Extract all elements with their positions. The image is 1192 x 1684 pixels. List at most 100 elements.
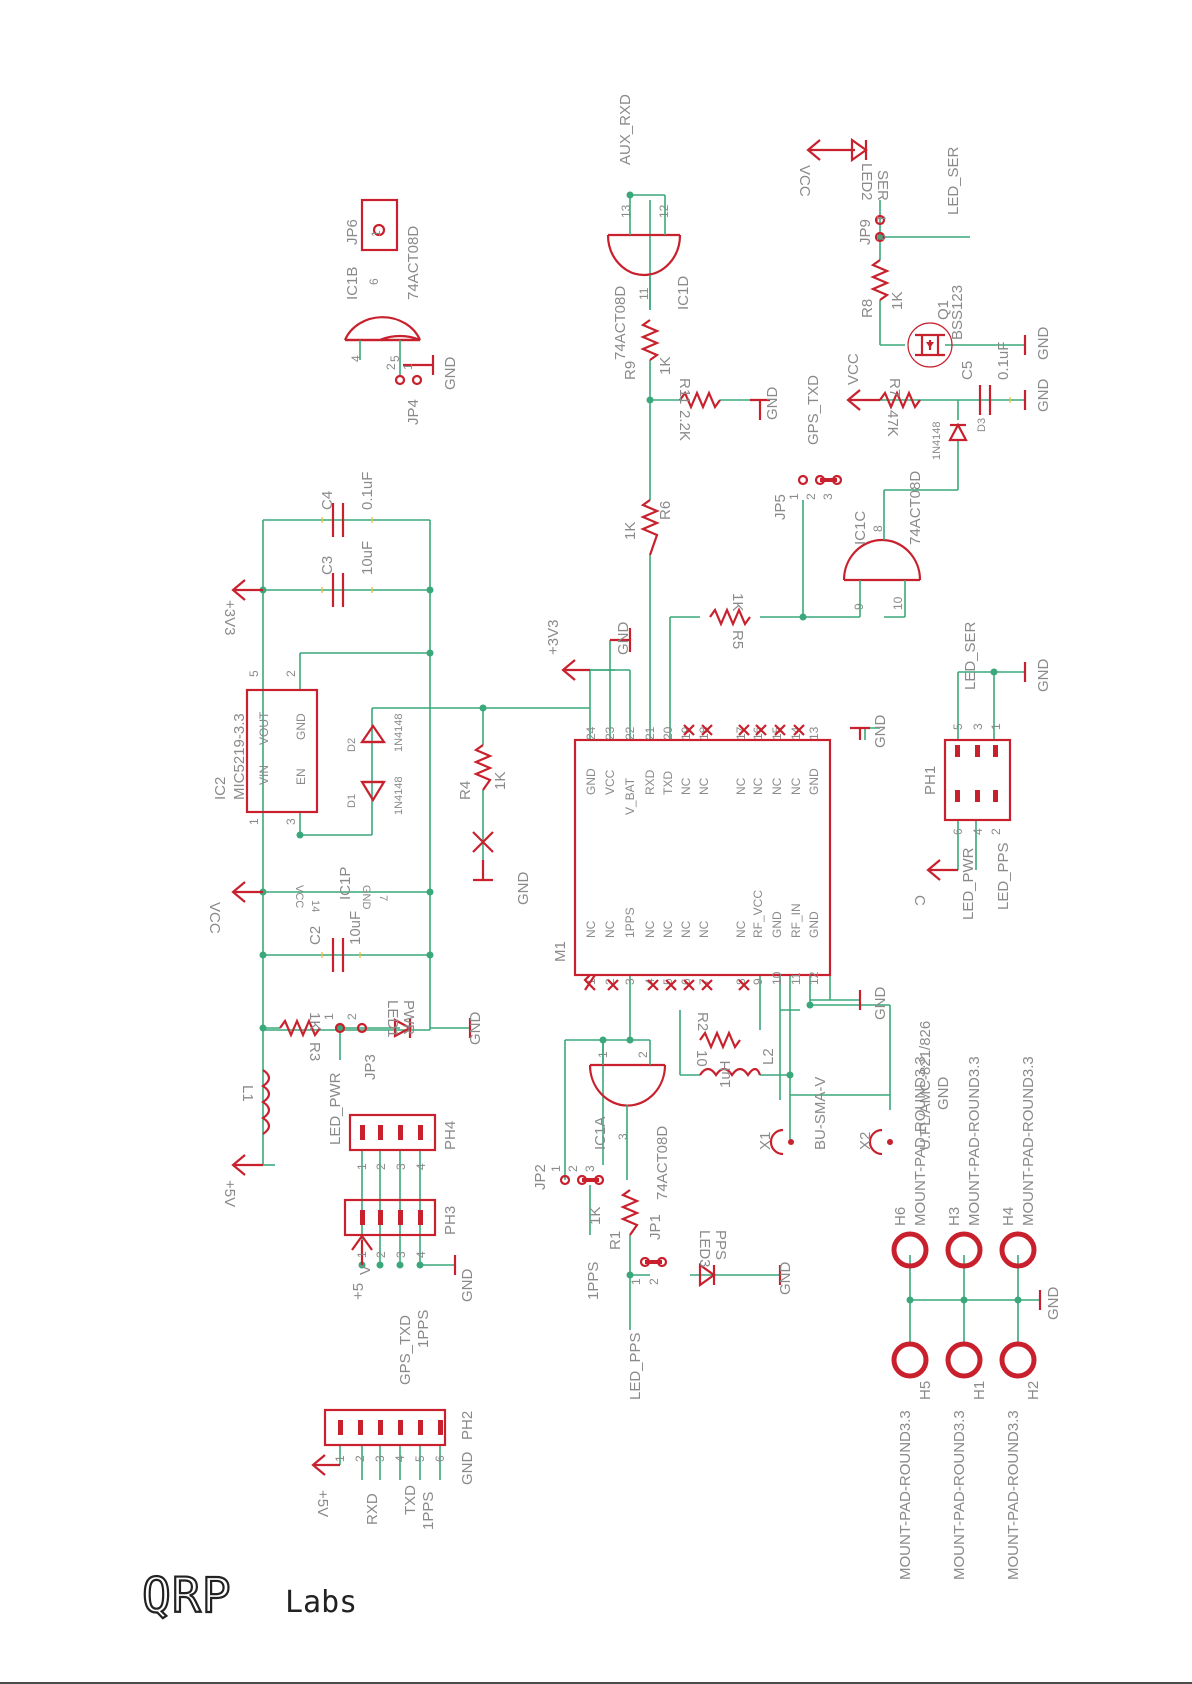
jp1-ref: JP1 xyxy=(647,1214,664,1240)
ph4-pin1: 1 xyxy=(355,1163,369,1170)
c3-value: 10uF xyxy=(359,541,376,575)
r1-value: 1K xyxy=(587,1207,604,1225)
svg-text:NC: NC xyxy=(789,777,803,795)
svg-text:NC: NC xyxy=(734,777,748,795)
jp2-p1: 1 xyxy=(549,1165,563,1172)
gnd-label-c5: GND xyxy=(1035,379,1052,413)
c2-value: 10uF xyxy=(347,911,364,945)
ph1-pin4: 4 xyxy=(971,828,985,835)
ic1p-vcc: VCC xyxy=(293,885,305,908)
svg-text:RXD: RXD xyxy=(643,769,657,795)
r1-ref: R1 xyxy=(607,1231,624,1250)
inductor-l1: L1 xyxy=(239,1069,271,1135)
ic1c-value: 74ACT08D xyxy=(907,471,924,545)
led-pps-net-ph1: LED_PPS xyxy=(995,842,1012,910)
jp5-ref: JP5 xyxy=(772,494,789,520)
svg-text:NC: NC xyxy=(697,920,711,938)
svg-text:10: 10 xyxy=(770,971,784,985)
ic1b-p4: 4 xyxy=(349,355,363,362)
resistor-r5: 1K R5 xyxy=(709,593,751,649)
led1-value: PWR xyxy=(400,1000,417,1035)
q1-ref: Q1 xyxy=(935,300,952,320)
rxd-net-ph2: RXD xyxy=(364,1493,381,1525)
svg-text:NC: NC xyxy=(679,777,693,795)
ph3-pin4: 4 xyxy=(414,1251,428,1258)
svg-text:NC: NC xyxy=(679,920,693,938)
ph1-pin3: 3 xyxy=(971,723,985,730)
plus5v-net: +5V xyxy=(221,1180,238,1207)
mosfet-q1: Q1 BSS123 xyxy=(907,285,966,368)
vcc-net-r7: VCC xyxy=(845,353,862,385)
h6-ref: H6 xyxy=(892,1207,909,1226)
gnd-label-jp4: GND xyxy=(442,357,459,391)
ic2-pin-1: 1 xyxy=(247,818,261,825)
gnd-label-r11: GND xyxy=(764,387,781,421)
capacitor-c5: C5 0.1uF xyxy=(959,342,1012,415)
gnd-label-led1: GND xyxy=(467,1012,484,1046)
header-ph1: 5 3 1 6 4 2 PH1 xyxy=(922,723,1012,835)
capacitor-c2: C2 10uF xyxy=(307,911,364,972)
jp3-p1: 1 xyxy=(322,1013,336,1020)
d2-ref: D2 xyxy=(346,738,358,752)
plus5-net: +5 xyxy=(350,1283,367,1300)
jp1-p2: 2 xyxy=(647,1278,661,1285)
ic1d-p13: 13 xyxy=(619,204,633,218)
jp2-p3: 3 xyxy=(583,1165,597,1172)
ic1b-p6: 6 xyxy=(367,278,381,285)
jumper-jp2: 1 2 3 JP2 xyxy=(532,1164,605,1190)
ic1c-p10: 10 xyxy=(891,596,905,610)
r2-ref: R2 xyxy=(694,1012,711,1031)
plus5v-net-ph2: +5V xyxy=(314,1490,331,1517)
svg-text:12: 12 xyxy=(807,971,821,985)
r3-ref: R3 xyxy=(306,1042,323,1061)
logo-suffix: Labs xyxy=(285,1585,357,1620)
gnd-label-ph1: GND xyxy=(1035,659,1052,693)
gnd-label-r4: GND xyxy=(515,872,532,906)
ic1d-ref: IC1D xyxy=(675,276,692,310)
gps-txd-net-ph3: GPS_TXD xyxy=(397,1315,414,1385)
r5-ref: R5 xyxy=(729,630,746,649)
m1-left-pin-names: NC NC 1PPS NC NC NC NC NC RF_VCC GND RF_… xyxy=(584,890,821,938)
ic2-ref: IC2 xyxy=(212,777,229,800)
ph4-pin3: 3 xyxy=(394,1163,408,1170)
gps-txd-net: GPS_TXD xyxy=(805,375,822,445)
ic1p: VCC 14 IC1P GND 7 xyxy=(293,867,389,913)
ic1b-value: 74ACT08D xyxy=(405,226,422,300)
jp4-p2: 2 xyxy=(384,363,398,370)
r8-value: 1K xyxy=(889,292,906,310)
resistor-r1: 1K R1 xyxy=(587,1189,640,1250)
ic1b-ref: IC1B xyxy=(344,267,361,300)
gnd-label-ph2: GND xyxy=(459,1452,476,1486)
r9-value: 1K xyxy=(657,357,674,375)
c5-value: 0.1uF xyxy=(995,342,1012,380)
vcc-net-led2: VCC xyxy=(796,165,813,197)
ic1d-p12: 12 xyxy=(657,204,671,218)
r11-ref: R11 xyxy=(676,378,693,404)
ph4-ref: PH4 xyxy=(442,1121,459,1150)
h5-ref: H5 xyxy=(917,1381,934,1400)
led-led1: LED1 PWR xyxy=(384,1000,417,1038)
jp1-p1: 1 xyxy=(629,1278,643,1285)
pps-net-r1: 1PPS xyxy=(585,1262,602,1300)
ph3-ref: PH3 xyxy=(442,1206,459,1235)
r6-ref: R6 xyxy=(657,501,674,520)
header-ph3: 1 2 3 4 PH3 xyxy=(343,1198,459,1258)
led3-ref: LED3 xyxy=(696,1230,713,1268)
ic2-pin-en: EN xyxy=(294,768,308,785)
x2-value: U.FL/AMC-821/826 xyxy=(917,1021,934,1150)
ic1p-ref: IC1P xyxy=(337,867,354,900)
ph1-pin1: 1 xyxy=(989,723,1003,730)
q1-value: BSS123 xyxy=(949,285,966,340)
v-net: V xyxy=(357,1265,374,1275)
wires xyxy=(262,194,1040,1480)
connector-x1: X1 BU-SMA-V xyxy=(757,1077,829,1156)
svg-text:21: 21 xyxy=(643,726,657,740)
aux-rxd-net: AUX_RXD xyxy=(617,94,634,165)
svg-text:NC: NC xyxy=(770,777,784,795)
r6-value: 1K xyxy=(622,522,639,540)
d2-value: 1N4148 xyxy=(393,713,405,752)
ph1-ref: PH1 xyxy=(922,766,939,795)
gnd-label-m1-right: GND xyxy=(872,715,889,749)
ic1p-gnd: GND xyxy=(360,885,372,910)
